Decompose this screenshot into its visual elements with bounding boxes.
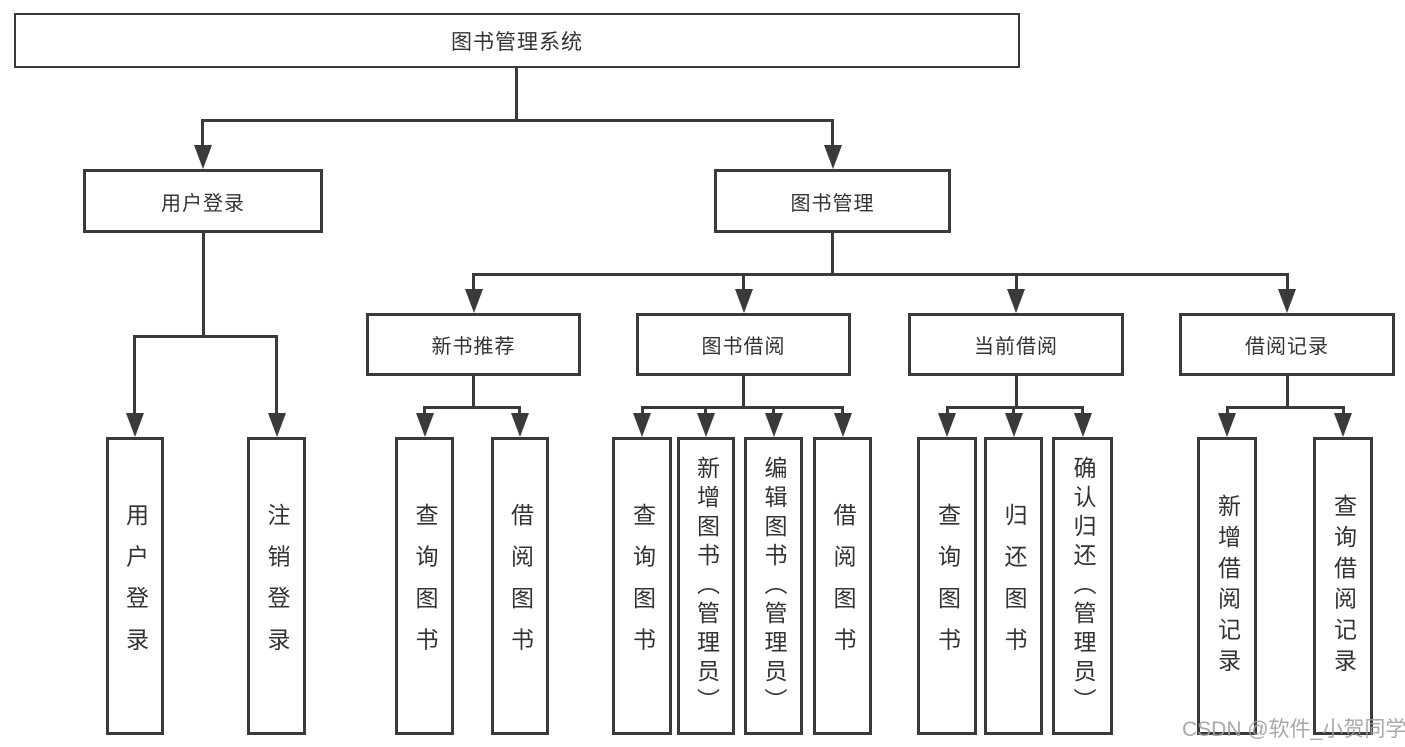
connector-book-mgmt-stem bbox=[831, 233, 834, 276]
connector-drop-book-mgmt bbox=[831, 119, 834, 149]
connector-stem bbox=[1286, 376, 1289, 409]
node-query-borrow-record: 查询借阅记录 bbox=[1313, 437, 1373, 735]
node-label: 借阅记录 bbox=[1245, 336, 1329, 358]
connector-drop bbox=[472, 273, 475, 293]
connector-root-rail bbox=[201, 119, 833, 122]
node-label: 借阅图书 bbox=[507, 503, 534, 669]
connector-drop bbox=[772, 406, 775, 415]
connector-rail bbox=[641, 406, 844, 409]
node-user-login-leaf: 用户登录 bbox=[106, 437, 164, 735]
connector-drop bbox=[275, 335, 278, 415]
connector-drop bbox=[1012, 406, 1015, 415]
node-label: 查询借阅记录 bbox=[1330, 493, 1357, 679]
node-label: 新增图书（管理员） bbox=[693, 455, 720, 717]
node-label: 确认归还（管理员） bbox=[1070, 455, 1096, 717]
connector-drop bbox=[1226, 406, 1229, 415]
node-query-books-recommend: 查询图书 bbox=[395, 437, 454, 735]
node-borrow-books-recommend: 借阅图书 bbox=[491, 437, 549, 735]
node-label: 图书管理系统 bbox=[451, 30, 583, 54]
node-current-borrowing: 当前借阅 bbox=[908, 313, 1124, 376]
node-label: 借阅图书 bbox=[830, 503, 856, 669]
connector-drop bbox=[946, 406, 949, 415]
node-add-book-admin: 新增图书（管理员） bbox=[677, 437, 735, 735]
connector-drop bbox=[1015, 273, 1018, 293]
node-add-borrow-record: 新增借阅记录 bbox=[1197, 437, 1257, 735]
node-return-books: 归还图书 bbox=[984, 437, 1043, 735]
csdn-watermark: CSDN @软件_小贺同学 bbox=[1182, 718, 1405, 741]
connector-drop bbox=[1286, 273, 1289, 293]
node-label: 新书推荐 bbox=[431, 336, 516, 358]
connector-root-stem bbox=[515, 68, 518, 122]
arrow-down-icon bbox=[465, 289, 483, 313]
node-label: 编辑图书（管理员） bbox=[761, 455, 787, 717]
arrow-down-icon bbox=[735, 289, 753, 313]
node-label: 查询图书 bbox=[629, 503, 656, 669]
connector-drop bbox=[133, 335, 136, 415]
arrow-down-icon bbox=[938, 413, 956, 437]
connector-rail bbox=[423, 406, 521, 409]
connector-rail bbox=[1226, 406, 1345, 409]
node-label: 查询图书 bbox=[412, 503, 438, 669]
arrow-down-icon bbox=[697, 413, 715, 437]
node-label: 用户登录 bbox=[122, 503, 149, 669]
node-label: 新增借阅记录 bbox=[1214, 493, 1241, 679]
connector-drop bbox=[518, 406, 521, 415]
connector-drop bbox=[1081, 406, 1084, 415]
connector-drop bbox=[423, 406, 426, 415]
connector-drop bbox=[841, 406, 844, 415]
arrow-down-icon bbox=[633, 413, 651, 437]
node-label: 归还图书 bbox=[1001, 503, 1027, 669]
node-confirm-return-admin: 确认归还（管理员） bbox=[1052, 437, 1113, 735]
arrow-down-icon bbox=[834, 413, 852, 437]
node-label: 用户登录 bbox=[161, 192, 245, 215]
node-edit-book-admin: 编辑图书（管理员） bbox=[744, 437, 803, 735]
node-user-login: 用户登录 bbox=[83, 169, 323, 233]
node-logout: 注销登录 bbox=[247, 437, 306, 735]
node-borrowing-records: 借阅记录 bbox=[1179, 313, 1395, 376]
arrow-down-icon bbox=[1005, 413, 1023, 437]
arrow-down-icon bbox=[1278, 289, 1296, 313]
arrow-down-icon bbox=[194, 145, 212, 169]
node-library-management-system: 图书管理系统 bbox=[14, 13, 1020, 68]
connector-user-login-rail bbox=[133, 335, 278, 338]
connector-drop bbox=[704, 406, 707, 415]
connector-rail bbox=[946, 406, 1084, 409]
connector-drop bbox=[1342, 406, 1345, 415]
connector-book-mgmt-rail bbox=[472, 273, 1289, 276]
connector-drop-user-login bbox=[201, 119, 204, 149]
arrow-down-icon bbox=[1007, 289, 1025, 313]
arrow-down-icon bbox=[824, 145, 842, 169]
node-label: 查询图书 bbox=[934, 503, 961, 669]
connector-drop bbox=[641, 406, 644, 415]
node-label: 当前借阅 bbox=[974, 336, 1058, 358]
node-query-books-current: 查询图书 bbox=[917, 437, 977, 735]
node-label: 图书管理 bbox=[790, 192, 875, 215]
connector-drop bbox=[742, 273, 745, 293]
node-query-books-borrowing: 查询图书 bbox=[612, 437, 672, 735]
arrow-down-icon bbox=[268, 413, 286, 437]
connector-stem bbox=[1015, 376, 1018, 409]
connector-stem bbox=[472, 376, 475, 409]
arrow-down-icon bbox=[511, 413, 529, 437]
node-new-book-recommendation: 新书推荐 bbox=[366, 313, 581, 376]
arrow-down-icon bbox=[416, 413, 434, 437]
node-borrow-books-borrowing: 借阅图书 bbox=[813, 437, 872, 735]
node-book-management: 图书管理 bbox=[714, 169, 951, 233]
node-label: 注销登录 bbox=[264, 503, 290, 669]
connector-stem bbox=[742, 376, 745, 409]
node-book-borrowing: 图书借阅 bbox=[636, 313, 851, 376]
node-label: 图书借阅 bbox=[701, 336, 786, 358]
arrow-down-icon bbox=[1218, 413, 1236, 437]
arrow-down-icon bbox=[765, 413, 783, 437]
arrow-down-icon bbox=[126, 413, 144, 437]
arrow-down-icon bbox=[1334, 413, 1352, 437]
arrow-down-icon bbox=[1074, 413, 1092, 437]
connector-user-login-stem bbox=[202, 233, 205, 338]
